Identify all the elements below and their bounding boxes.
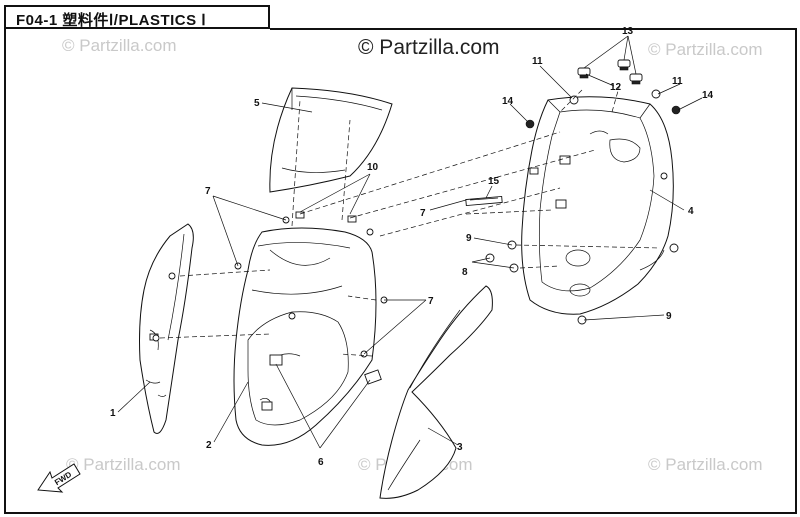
callout-14-right: 14 bbox=[702, 90, 714, 101]
part-left-side-panel[interactable] bbox=[139, 223, 194, 434]
watermark-bottom-left: © Partzilla.com bbox=[66, 455, 181, 474]
clip[interactable] bbox=[347, 215, 357, 223]
border-left bbox=[4, 28, 6, 514]
nut[interactable] bbox=[671, 105, 681, 115]
callout-1: 1 bbox=[110, 408, 116, 419]
part-front-fairing[interactable] bbox=[233, 227, 377, 446]
callout-9-left: 9 bbox=[466, 233, 472, 244]
callout-10: 10 bbox=[367, 162, 379, 173]
callout-14-left: 14 bbox=[502, 96, 514, 107]
callout-12: 12 bbox=[610, 82, 622, 93]
callout-3: 3 bbox=[457, 442, 463, 453]
callout-11-left: 11 bbox=[532, 56, 543, 67]
watermark-main: © Partzilla.com bbox=[358, 36, 500, 59]
part-right-side-panel[interactable] bbox=[379, 285, 493, 499]
forward-arrow: FWD bbox=[37, 463, 81, 493]
bracket[interactable] bbox=[364, 369, 382, 385]
callout-13: 13 bbox=[622, 26, 634, 37]
reflector-strip[interactable] bbox=[465, 195, 503, 207]
callout-7-left: 7 bbox=[205, 186, 211, 197]
callout-5: 5 bbox=[254, 98, 260, 109]
screw[interactable] bbox=[651, 89, 661, 99]
callout-9-right: 9 bbox=[666, 311, 672, 322]
page-title: F04-1 塑料件Ⅰ/PLASTICS Ⅰ bbox=[16, 12, 207, 29]
callout-4: 4 bbox=[688, 206, 694, 217]
border-top bbox=[270, 28, 797, 30]
callout-7-right: 7 bbox=[420, 208, 426, 219]
watermark-top-right: © Partzilla.com bbox=[648, 40, 763, 59]
grommet[interactable] bbox=[577, 67, 591, 76]
callout-6: 6 bbox=[318, 457, 324, 468]
grommet[interactable] bbox=[617, 59, 631, 68]
part-rear-inner-body[interactable] bbox=[521, 96, 674, 315]
callout-15: 15 bbox=[488, 176, 500, 187]
bracket[interactable] bbox=[261, 401, 273, 411]
watermark-top-left: © Partzilla.com bbox=[62, 36, 177, 55]
part-windshield[interactable] bbox=[269, 87, 393, 193]
border-bottom bbox=[4, 512, 797, 514]
callout-2: 2 bbox=[206, 440, 212, 451]
watermark-bottom-right: © Partzilla.com bbox=[648, 455, 763, 474]
callout-8: 8 bbox=[462, 267, 468, 278]
border-right bbox=[795, 28, 797, 514]
title-box: F04-1 塑料件Ⅰ/PLASTICS Ⅰ bbox=[4, 5, 270, 29]
callout-11-right: 11 bbox=[672, 76, 683, 87]
assembly-lines bbox=[159, 83, 661, 357]
leader-lines bbox=[117, 35, 703, 449]
callout-labels: 1 2 3 4 5 6 7 7 7 8 9 9 10 11 11 12 13 1… bbox=[110, 26, 714, 468]
grommet[interactable] bbox=[629, 73, 643, 82]
callout-7-center: 7 bbox=[428, 296, 434, 307]
